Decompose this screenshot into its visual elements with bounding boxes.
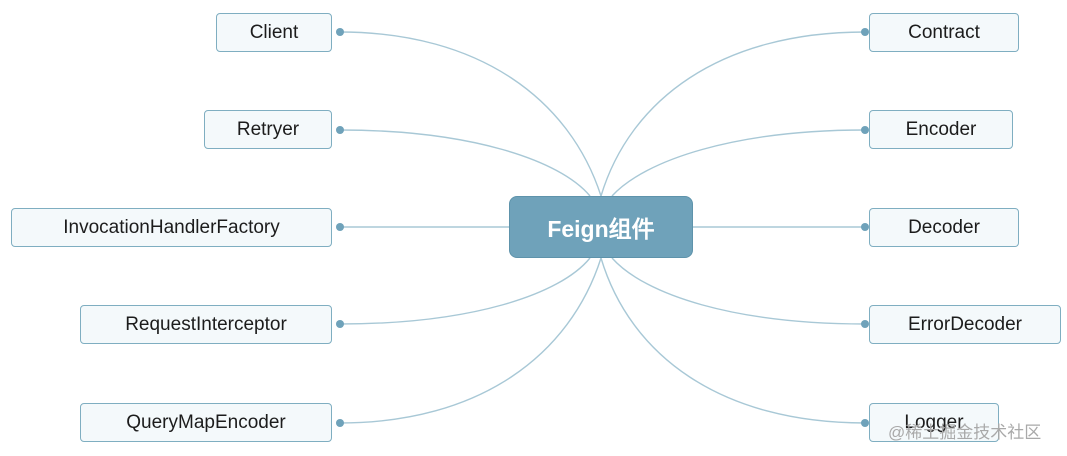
edge-error-decoder (611, 257, 866, 325)
connector-dot-client (336, 28, 344, 36)
edge-contract (600, 31, 866, 197)
connector-dot-contract (861, 28, 869, 36)
connector-dot-invocation-handler-factory (336, 223, 344, 231)
edge-query-map-encoder (339, 257, 602, 424)
node-retryer: Retryer (204, 110, 332, 149)
node-contract: Contract (869, 13, 1019, 52)
connector-dot-request-interceptor (336, 320, 344, 328)
edge-encoder (611, 129, 866, 197)
connector-dot-decoder (861, 223, 869, 231)
edge-retryer (339, 129, 591, 197)
connector-dot-error-decoder (861, 320, 869, 328)
connector-dot-encoder (861, 126, 869, 134)
connector-dot-retryer (336, 126, 344, 134)
edge-request-interceptor (339, 257, 591, 325)
node-decoder: Decoder (869, 208, 1019, 247)
watermark: @稀土掘金技术社区 (888, 423, 1042, 442)
node-encoder: Encoder (869, 110, 1013, 149)
node-query-map-encoder: QueryMapEncoder (80, 403, 332, 442)
node-client: Client (216, 13, 332, 52)
connector-dot-logger (861, 419, 869, 427)
node-error-decoder: ErrorDecoder (869, 305, 1061, 344)
node-invocation-handler-factory: InvocationHandlerFactory (11, 208, 332, 247)
node-logger: Logger (869, 403, 999, 442)
edge-logger (600, 257, 866, 424)
connector-dot-query-map-encoder (336, 419, 344, 427)
node-request-interceptor: RequestInterceptor (80, 305, 332, 344)
edge-client (339, 31, 602, 197)
center-node-feign-components: Feign组件 (509, 196, 693, 258)
